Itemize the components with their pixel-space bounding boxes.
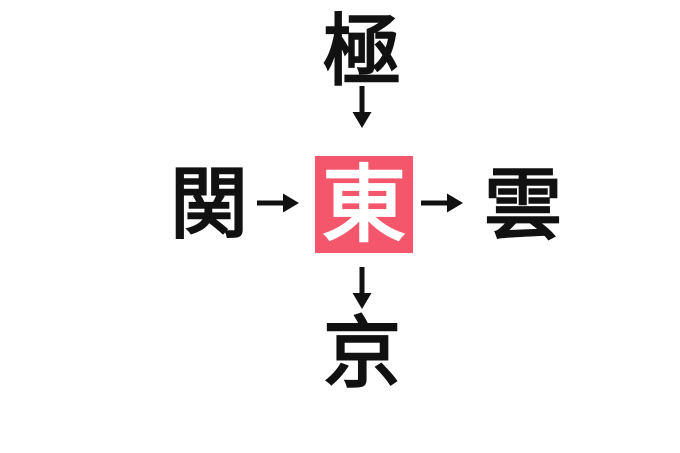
arrow-down-icon (352, 86, 372, 128)
arrow-right-icon (257, 193, 303, 213)
kanji-top: 極 (322, 7, 402, 97)
kanji-left: 関 (169, 160, 249, 250)
kanji-right: 雲 (483, 161, 563, 251)
answer-box: 東 (315, 156, 413, 253)
arrow-down-icon (352, 267, 372, 309)
kanji-center: 東 (321, 155, 406, 254)
kanji-bottom: 京 (322, 309, 402, 399)
arrow-right-icon (421, 193, 467, 213)
